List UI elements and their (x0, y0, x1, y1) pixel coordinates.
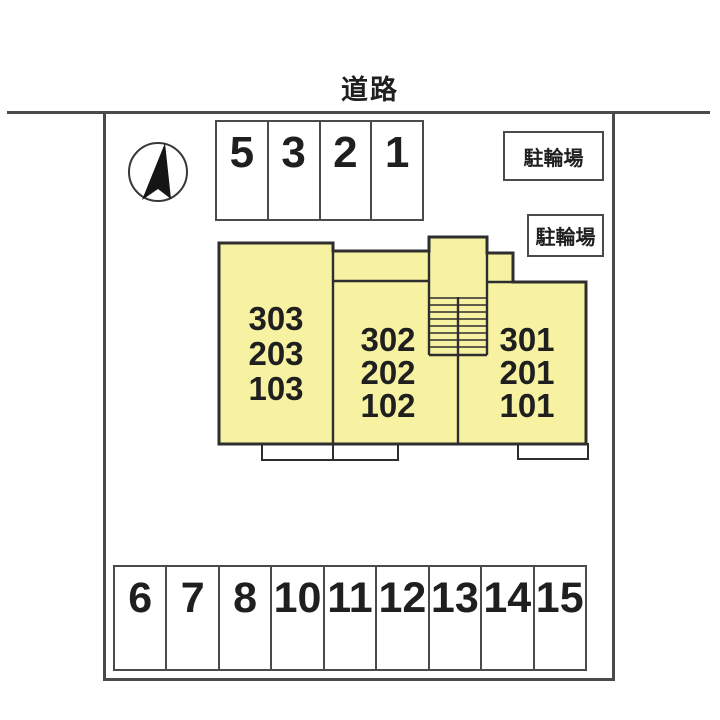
entrance-porches (261, 443, 589, 461)
parking-stall-13: 13 (430, 567, 483, 669)
bicycle-parking-box-2: 駐輪場 (527, 214, 604, 257)
room-number: 201 (499, 354, 555, 391)
interior-walls (331, 243, 513, 444)
unit-label-west: 303 203 103 (219, 301, 333, 406)
parking-stall-14: 14 (482, 567, 535, 669)
parking-row-top: 5 3 2 1 (215, 120, 424, 221)
parking-stall-15: 15 (535, 567, 585, 669)
parking-stall-12: 12 (377, 567, 430, 669)
road-label: 道路 (341, 75, 399, 105)
stall-number: 5 (229, 128, 255, 177)
parking-stall-6: 6 (115, 567, 168, 669)
staircase-symbol (429, 297, 487, 348)
bicycle-parking-label: 駐輪場 (523, 147, 584, 170)
unit-label-center: 302 202 102 (333, 323, 443, 422)
room-number: 202 (360, 354, 416, 391)
stall-number: 2 (333, 128, 358, 177)
parking-stall-8: 8 (220, 567, 273, 669)
parking-stall-10: 10 (272, 567, 325, 669)
room-number: 302 (360, 321, 416, 358)
parking-row-bottom: 6 7 8 10 11 12 13 14 15 (113, 565, 587, 671)
parking-stall-5: 5 (217, 122, 269, 219)
room-number: 203 (248, 335, 304, 372)
parking-stall-7: 7 (167, 567, 220, 669)
room-number: 103 (248, 370, 304, 407)
stall-number: 14 (483, 574, 532, 622)
stall-number: 1 (384, 128, 410, 177)
stall-number: 3 (281, 128, 306, 177)
stall-number: 13 (430, 574, 479, 622)
porch-west (261, 443, 334, 461)
room-number: 102 (360, 387, 416, 424)
room-number: 301 (499, 321, 555, 358)
parking-stall-2: 2 (321, 122, 373, 219)
stall-number: 8 (233, 574, 258, 622)
parking-stall-3: 3 (269, 122, 321, 219)
room-number: 303 (248, 300, 304, 337)
porch-east (517, 443, 589, 460)
stall-number: 11 (327, 574, 373, 622)
stall-number: 6 (128, 574, 153, 622)
porch-center (332, 443, 399, 461)
north-arrow-icon (128, 142, 188, 202)
parking-stall-11: 11 (325, 567, 378, 669)
stall-number: 12 (378, 574, 427, 622)
site-boundary (103, 112, 615, 681)
stall-number: 7 (180, 574, 205, 622)
bicycle-parking-label: 駐輪場 (535, 227, 596, 249)
road-line (7, 111, 710, 114)
room-number: 101 (499, 387, 555, 424)
parking-stall-1: 1 (372, 122, 422, 219)
stall-number: 10 (273, 574, 322, 622)
stall-number: 15 (535, 574, 584, 622)
bicycle-parking-box-1: 駐輪場 (503, 131, 604, 181)
unit-label-east: 301 201 101 (462, 323, 592, 422)
